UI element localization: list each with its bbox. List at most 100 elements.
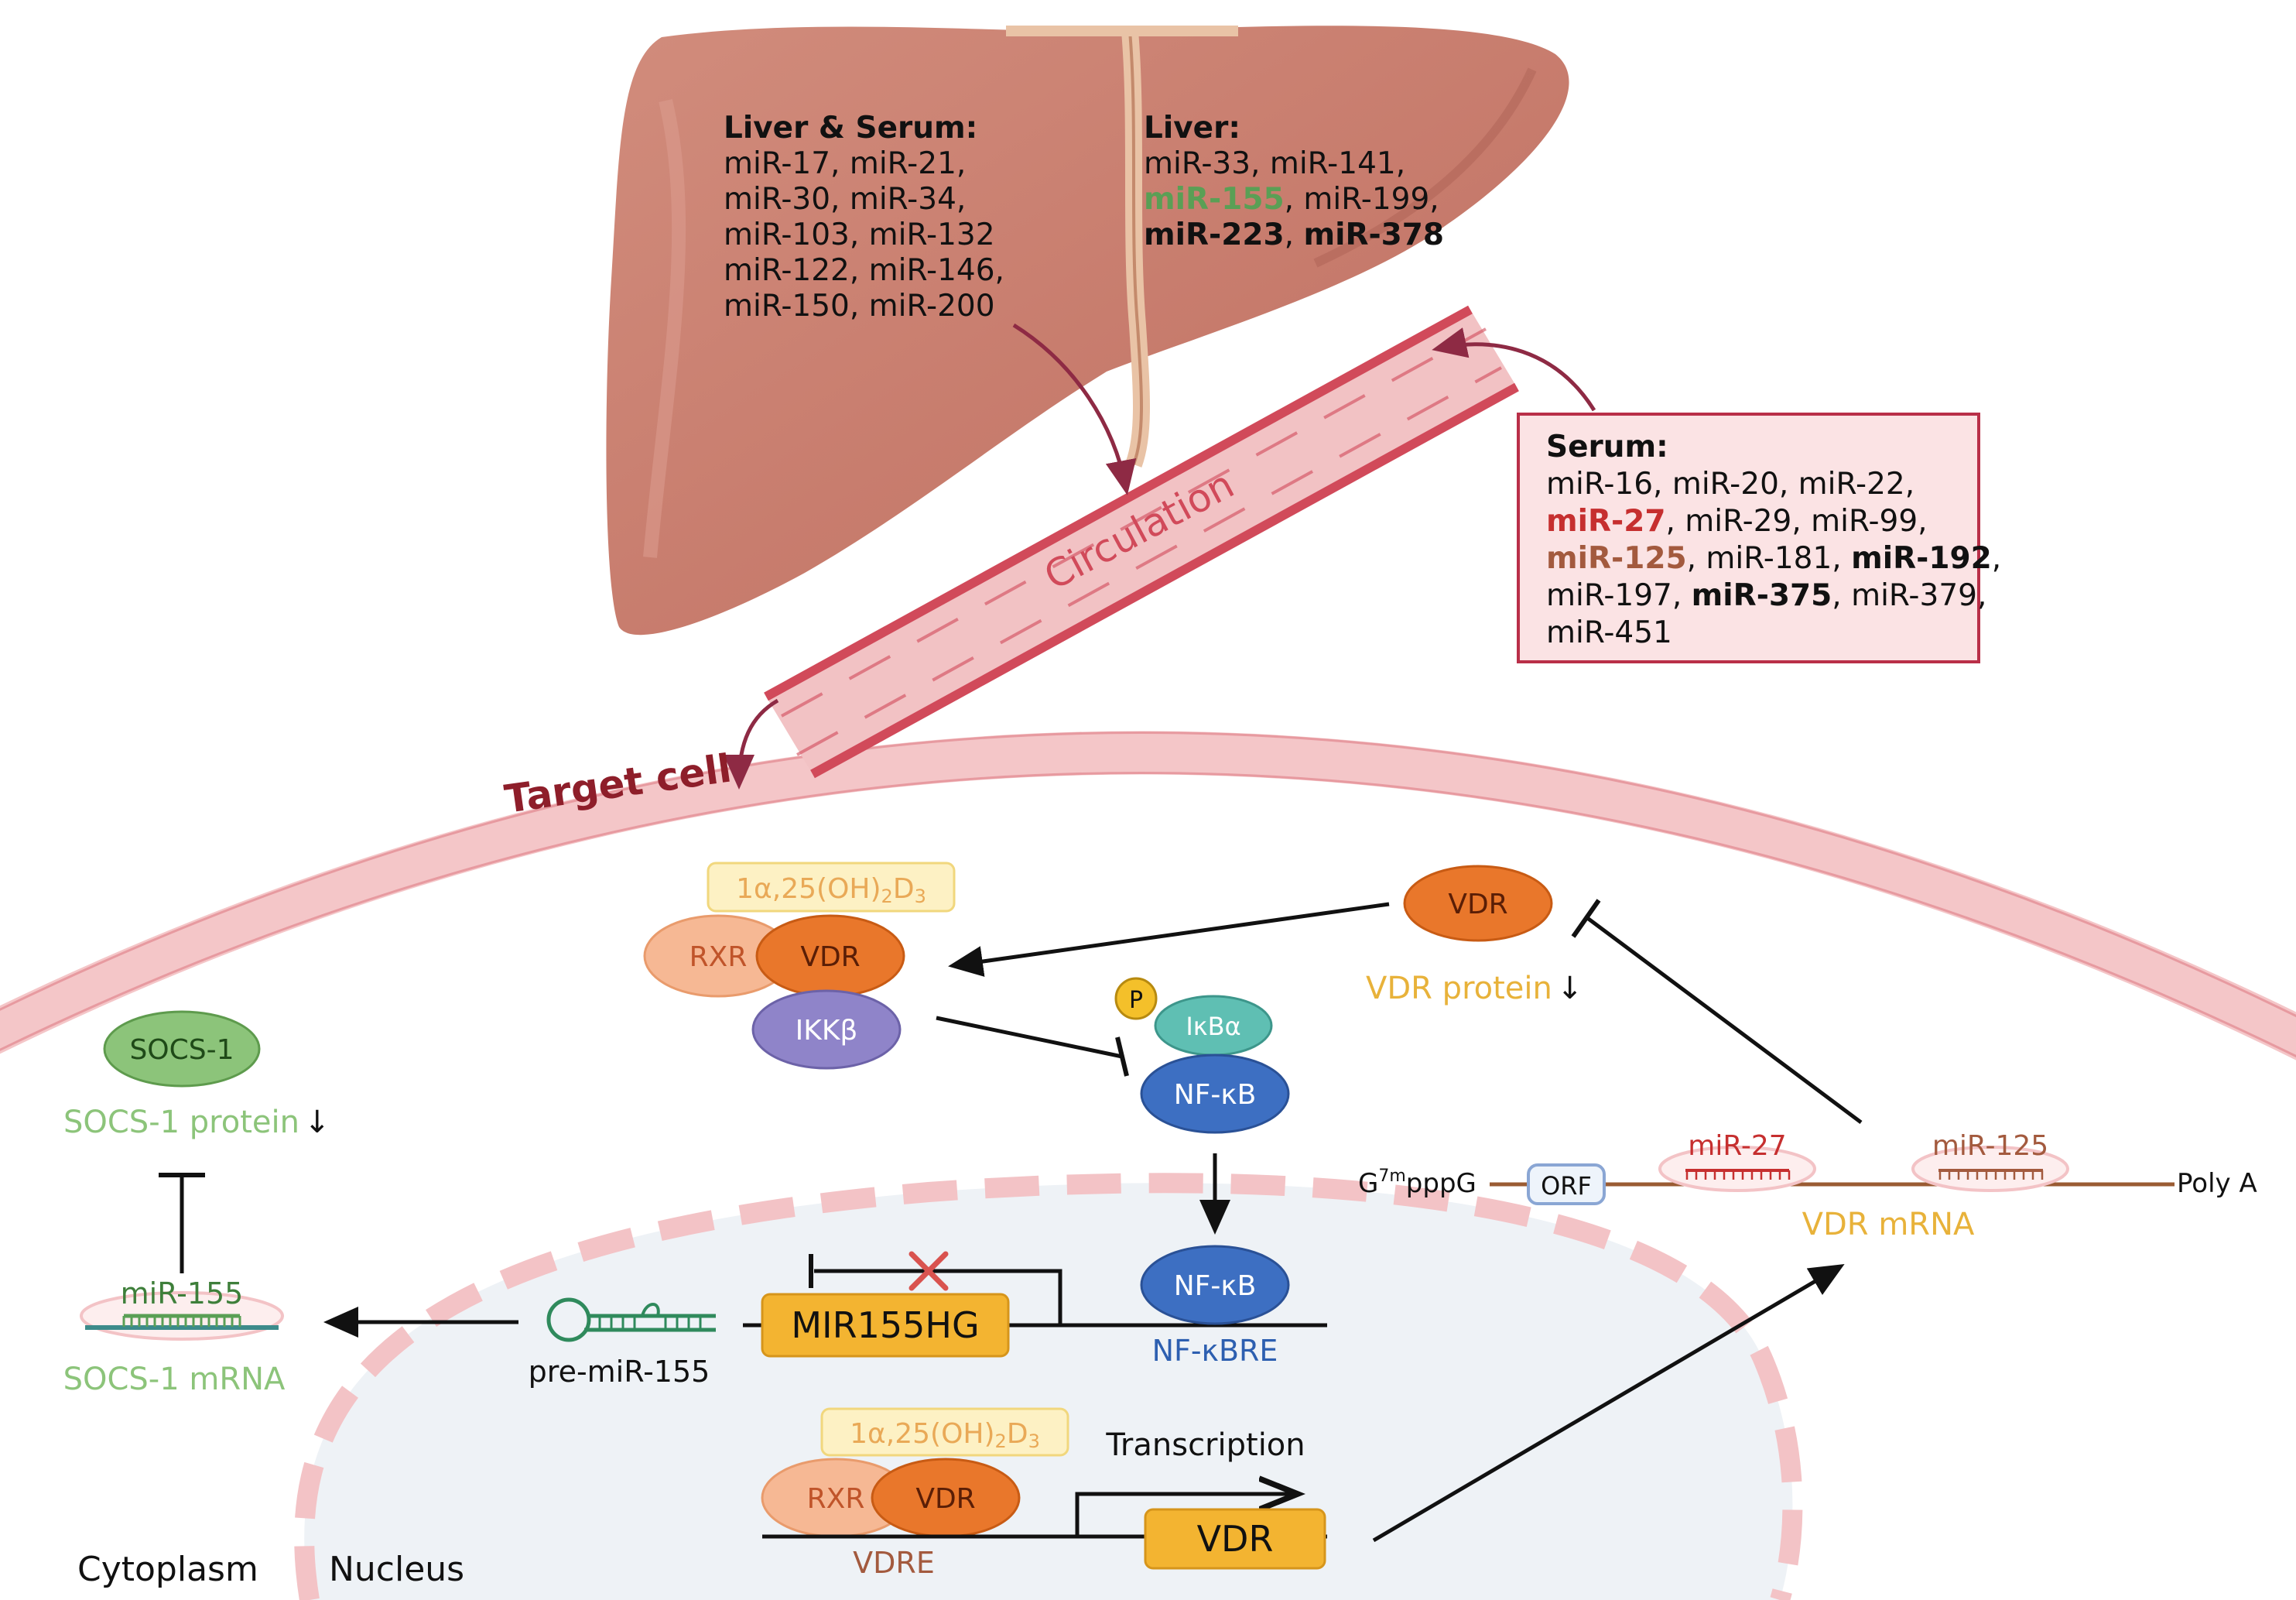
ligand-top-sub2: 3 <box>915 886 926 907</box>
serum-line-2: miR-27, miR-29, miR-99, <box>1546 504 1928 539</box>
nfkbre-label: NF-κBRE <box>1152 1334 1278 1368</box>
liver-mir223: miR-223 <box>1144 218 1285 252</box>
liver-line-3: miR-223, miR-378 <box>1144 218 1444 252</box>
liver <box>606 26 1569 636</box>
phospho-label: P <box>1129 987 1143 1014</box>
socs1-protein-down-arrow: ↓ <box>304 1105 330 1140</box>
vdr-top-label: VDR <box>800 941 860 973</box>
liver-serum-line-5: miR-150, miR-200 <box>724 289 995 324</box>
socs1-oval-label: SOCS-1 <box>129 1034 234 1066</box>
cytoplasm-label: Cytoplasm <box>77 1550 258 1589</box>
ligand-bottom-sub1: 2 <box>995 1430 1007 1452</box>
orf-label: ORF <box>1541 1171 1592 1201</box>
mir155hg-label: MIR155HG <box>791 1304 979 1346</box>
vdr-gene: Transcription VDR <box>1075 1427 1326 1570</box>
vdr-bottom-label: VDR <box>915 1483 975 1515</box>
ikba-label: IκBα <box>1186 1012 1240 1041</box>
mrna-cap-main: G <box>1358 1168 1378 1199</box>
cell-membrane <box>0 731 2296 1060</box>
vdr-gene-to-mrna-arrow <box>1372 1263 1845 1543</box>
rxr-bottom-label: RXR <box>807 1483 865 1515</box>
liver-mir155-highlight: miR-155 <box>1144 182 1285 217</box>
liver-serum-line-4: miR-122, miR-146, <box>724 253 1004 288</box>
liver-serum-heading: Liver & Serum: <box>724 111 977 146</box>
liver-serum-list: Liver & Serum: miR-17, miR-21, miR-30, m… <box>724 111 1004 324</box>
liver-only-list: Liver: miR-33, miR-141, miR-155, miR-199… <box>1144 111 1444 252</box>
nfkb-nucleus-label: NF-κB <box>1174 1270 1257 1302</box>
ligand-top-main: 1α,25(OH) <box>736 873 881 905</box>
liver-line-2: miR-155, miR-199, <box>1144 182 1439 217</box>
ligand-bottom-main: 1α,25(OH) <box>850 1418 994 1450</box>
ligand-bottom-label: 1α,25(OH)2D3 <box>850 1418 1040 1452</box>
transcription-label: Transcription <box>1105 1427 1305 1463</box>
mrna-cap-label: G7mpppG <box>1358 1167 1476 1199</box>
mrna-mir27-label: miR-27 <box>1688 1130 1786 1162</box>
serum-line-3-mid: , miR-181, <box>1687 541 1851 576</box>
mir155hg-gene: MIR155HG <box>743 1251 1327 1358</box>
serum-line-3: miR-125, miR-181, miR-192, <box>1546 541 2001 576</box>
serum-line-5: miR-451 <box>1546 615 1672 650</box>
ligand-top-label: 1α,25(OH)2D3 <box>736 873 926 907</box>
socs1-protein-text: SOCS-1 protein <box>63 1105 299 1140</box>
vdr-protein-text: VDR protein <box>1366 971 1552 1006</box>
serum-to-circulation-arrow <box>1432 327 1596 412</box>
socs1-protein-label: SOCS-1 protein↓ <box>63 1105 330 1140</box>
vdr-protein-oval-label: VDR <box>1448 889 1507 920</box>
vdr-protein: VDR VDR protein↓ <box>1366 865 1583 1006</box>
serum-mir125: miR-125 <box>1546 541 1687 576</box>
nfkb-cytoplasm-label: NF-κB <box>1174 1079 1257 1111</box>
pre-mir155-label: pre-miR-155 <box>529 1355 710 1389</box>
serum-line-2-rest: , miR-29, miR-99, <box>1666 504 1928 539</box>
socs1-protein: SOCS-1 SOCS-1 protein↓ <box>63 1010 330 1140</box>
liver-serum-line-2: miR-30, miR-34, <box>724 182 966 217</box>
liver-line-2-rest: , miR-199, <box>1285 182 1439 217</box>
mrna-mir125-label: miR-125 <box>1932 1130 2048 1162</box>
mir155-inhibits-socs1 <box>159 1173 205 1273</box>
vdre-label: VDRE <box>853 1546 935 1580</box>
liver-serum-line-1: miR-17, miR-21, <box>724 146 966 181</box>
polya-label: Poly A <box>2177 1168 2257 1199</box>
serum-mir192: miR-192 <box>1851 541 1992 576</box>
mir155-label: miR-155 <box>121 1276 244 1310</box>
mrna-cap-sup: 7m <box>1378 1167 1405 1186</box>
ligand-bottom-mid: D <box>1007 1418 1028 1450</box>
ligand-top-sub1: 2 <box>881 886 893 907</box>
liver-mir378: miR-378 <box>1303 218 1444 252</box>
vdr-rxr-ikkb-complex: 1α,25(OH)2D3 RXR VDR IKKβ <box>643 862 956 1070</box>
blocked-cross-icon <box>908 1251 949 1291</box>
serum-line-3-end: , <box>1992 541 2001 576</box>
liver-to-circulation-arrow <box>1012 323 1137 495</box>
ikkb-inhibits-ikba <box>936 1016 1129 1077</box>
rxr-top-label: RXR <box>689 941 748 973</box>
serum-line-4-rest: , miR-379, <box>1832 578 1986 613</box>
socs1-mrna-label: SOCS-1 mRNA <box>63 1362 286 1397</box>
liver-line-1: miR-33, miR-141, <box>1144 146 1405 181</box>
serum-heading: Serum: <box>1546 430 1668 464</box>
ligand-bottom-sub2: 3 <box>1028 1430 1040 1452</box>
pre-mir155-hairpin: pre-miR-155 <box>529 1297 716 1389</box>
nucleus <box>294 1173 1803 1600</box>
vdr-mrna: G7mpppG ORF miR-27 miR-125 Poly A VDR mR… <box>1358 1130 2257 1242</box>
serum-line-1: miR-16, miR-20, miR-22, <box>1546 467 1914 502</box>
liver-heading: Liver: <box>1144 111 1240 146</box>
ligand-top-mid: D <box>893 873 915 905</box>
vdr-protein-label: VDR protein↓ <box>1366 971 1583 1006</box>
ikba-nfkb-complex: IκBα P NF-κB <box>1114 977 1290 1134</box>
vdr-mrna-label: VDR mRNA <box>1802 1207 1975 1242</box>
serum-line-4-a: miR-197, <box>1546 578 1692 613</box>
nucleus-label: Nucleus <box>329 1550 464 1589</box>
liver-serum-line-3: miR-103, miR-132 <box>724 218 995 252</box>
serum-box: Serum: miR-16, miR-20, miR-22, miR-27, m… <box>1517 413 2001 663</box>
socs1-mrna: miR-155 SOCS-1 mRNA <box>63 1276 286 1397</box>
vdr-gene-label: VDR <box>1197 1518 1274 1560</box>
nfkb-nucleus: NF-κB NF-κBRE <box>1140 1245 1290 1368</box>
mrna-cap-rest: pppG <box>1406 1168 1476 1199</box>
ikkb-label: IKKβ <box>796 1015 858 1047</box>
circulation-to-cell-arrow <box>724 698 779 790</box>
mrna-inhibits-vdr-protein <box>1571 899 1863 1125</box>
serum-mir27: miR-27 <box>1546 504 1666 539</box>
serum-line-4: miR-197, miR-375, miR-379, <box>1546 578 1986 613</box>
liver-line-3-sep: , <box>1285 218 1304 252</box>
